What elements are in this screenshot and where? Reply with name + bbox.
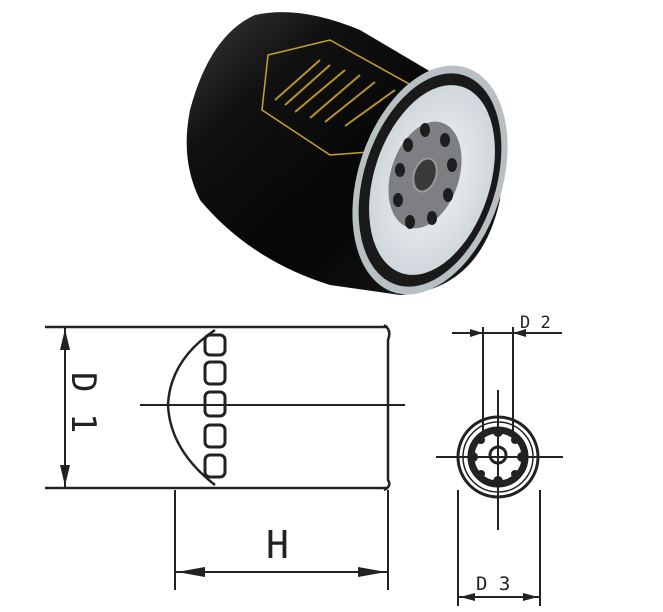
end-view-drawing: [436, 327, 563, 606]
end-view-holes: [468, 427, 527, 486]
h-label: H: [266, 523, 289, 567]
filter-thread-hole: [412, 157, 438, 193]
oil-filter-photo: [186, 12, 508, 296]
d1-label: D 1: [63, 372, 103, 433]
filter-label-text: [274, 59, 396, 127]
d2-label: D 2: [520, 313, 551, 333]
dimension-arrows-side: [60, 329, 386, 577]
side-view-drawing: [45, 323, 405, 590]
filter-oil-holes: [393, 123, 457, 229]
dimension-arrows-end: [460, 329, 538, 601]
d3-label: D 3: [476, 573, 510, 595]
